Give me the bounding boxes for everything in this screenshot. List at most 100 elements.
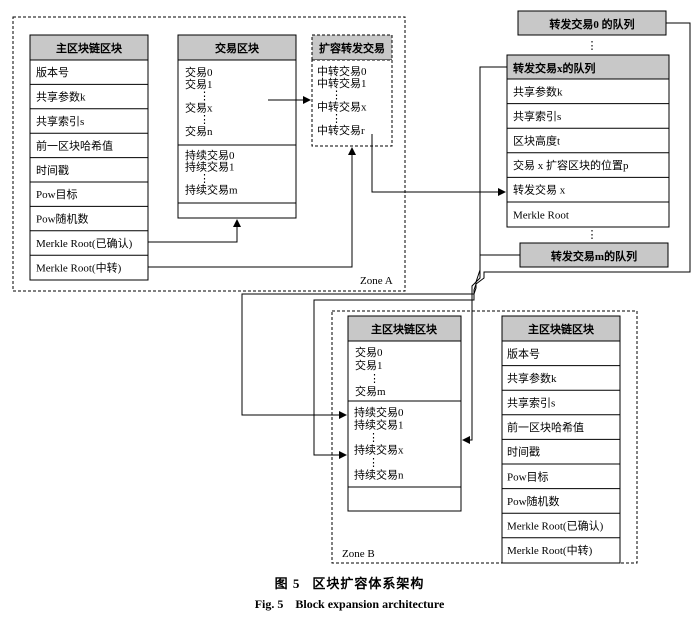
forward-queues: 转发交易0 的队列 ⋮ 转发交易x的队列 共享参数k 共享索引s 区块高度t 交易 x…: [506, 10, 670, 268]
zone-a-main-header: 主区块链区块: [56, 41, 123, 55]
arrow-queue0-to-zone-b-contx: [313, 22, 691, 459]
zone-a-relay-item: 中转交易0: [317, 64, 367, 78]
zone-b-continuing-tx: 持续交易1: [354, 418, 404, 432]
zone-a-continuing-tx: 持续交易m: [185, 183, 238, 197]
zone-b-continuing-tx: 持续交易0: [354, 405, 404, 419]
zone-a-tx-header-bg: [177, 34, 297, 61]
zone-a-border: [12, 16, 406, 292]
zone-b-label: Zone B: [342, 548, 375, 560]
zone-a-relay-item: 中转交易x: [317, 99, 367, 113]
zone-b-right-row: 前一区块哈希值: [507, 420, 584, 434]
zone-a-tx-item: 交易1: [185, 77, 213, 91]
zone-b-right-row: Pow目标: [507, 469, 549, 483]
figure-caption-cn: 图 5 区块扩容体系架构: [0, 573, 699, 592]
zone-b-right-body: [501, 340, 621, 564]
zone-a-relay-header: 扩容转发交易: [319, 41, 385, 55]
zone-b-right-header: 主区块链区块: [528, 322, 595, 336]
zone-b-tx-item-ellipsis: ⋮: [369, 373, 380, 385]
zone-b-tx-item: 交易0: [355, 345, 383, 359]
arrow-relay-root-to-relay: [148, 147, 356, 268]
queue-x-row: 区块高度t: [513, 134, 560, 148]
zone-b-continuing-tx: 持续交易x: [354, 443, 404, 457]
figure-number-en: Fig. 5: [254, 597, 284, 611]
zone-a-main-row: Merkle Root(已确认): [36, 237, 133, 250]
queue-x-row: 转发交易 x: [513, 183, 566, 197]
zone-a-label: Zone A: [360, 275, 393, 287]
figure-number-cn: 图 5: [274, 576, 301, 591]
zone-a-tx-item: 交易x: [185, 100, 213, 114]
zone-a-tx-header: 交易区块: [215, 41, 260, 55]
zone-b-right-row: 时间戳: [507, 446, 540, 459]
zone-a-main-body: [29, 59, 149, 281]
zone-a-main-row: 共享参数k: [36, 90, 86, 104]
zone-a-continuing-tx: 持续交易0: [185, 148, 235, 162]
zone-b-left-header: 主区块链区块: [371, 322, 438, 336]
zone-a-main-row: Pow目标: [36, 187, 78, 201]
zone-a-main-row: 共享索引s: [36, 114, 84, 128]
zone-b-left-body: [347, 340, 462, 512]
zone-a-relay-item: 中转交易r: [317, 123, 365, 137]
queue-dots-top: ⋮: [587, 40, 598, 52]
figure-caption-en: Fig. 5 Block expansion architecture: [0, 597, 699, 612]
zone-a-relay-item-ellipsis: ⋮: [331, 90, 342, 102]
zone-b-left-header-bg: [347, 315, 462, 342]
queue-m-label: 转发交易m的队列: [551, 249, 637, 263]
zone-a-relay-item: 中转交易1: [317, 76, 367, 90]
zone-a-tx-item: 交易0: [185, 65, 213, 79]
zone-a-relay-header-bg: [311, 34, 393, 61]
figure-title-en: Block expansion architecture: [295, 597, 445, 611]
zone-a-tx-item-ellipsis: ⋮: [199, 114, 210, 126]
zone-b-right-row: 共享参数k: [507, 371, 557, 385]
zone-b-right-row: 共享索引s: [507, 396, 555, 410]
zone-a-main-row: 版本号: [36, 65, 69, 79]
queue-x-row: 交易 x 扩容区块的位置p: [513, 158, 629, 172]
zone-b-continuing-tx: 持续交易n: [354, 468, 404, 482]
zone-b-right-row: Pow随机数: [507, 494, 560, 508]
zone-b-right-header-bg: [501, 315, 621, 342]
zone-b-tx-item: 交易m: [355, 384, 386, 398]
arrow-queue-m-to-zone-b: [462, 254, 520, 444]
queue-m-box: [519, 242, 669, 268]
queue-x-row: 共享参数k: [513, 84, 563, 98]
zone-a-relay-body: [311, 59, 393, 147]
queue-x-row: 共享索引s: [513, 109, 561, 123]
zone-b-tx-item: 交易1: [355, 358, 383, 372]
zone-a-main-row: 前一区块哈希值: [36, 138, 113, 152]
arrow-relay-to-queue: [371, 134, 506, 196]
queue-x-header: 转发交易x的队列: [513, 61, 596, 75]
queue-0-box: [517, 10, 667, 36]
zone-a-main-row: Pow随机数: [36, 212, 89, 226]
queue-0-label: 转发交易0 的队列: [549, 17, 634, 31]
zone-a-main-row: 时间戳: [36, 164, 69, 177]
zone-b-right-row: 版本号: [507, 346, 540, 360]
figure-title-cn: 区块扩容体系架构: [312, 576, 425, 591]
zone-b-right-row: Merkle Root(已确认): [507, 520, 604, 533]
zone-b-border: [331, 310, 638, 564]
zone-a-continuing-tx-ellipsis: ⋮: [199, 173, 210, 185]
zone-a-tx-body: [177, 59, 297, 219]
zone-b-continuing-tx-ellipsis: ⋮: [368, 457, 379, 469]
zone-a-main-row: Merkle Root(中转): [36, 260, 122, 274]
zone-b-continuing-tx-ellipsis: ⋮: [368, 432, 379, 444]
zone-b-right-row: Merkle Root(中转): [507, 543, 593, 557]
queue-dots-bottom: ⋮: [587, 229, 598, 241]
connectors: [148, 22, 691, 459]
zone-a-continuing-tx: 持续交易1: [185, 160, 235, 174]
zone-a-relay-item-ellipsis: ⋮: [331, 113, 342, 125]
